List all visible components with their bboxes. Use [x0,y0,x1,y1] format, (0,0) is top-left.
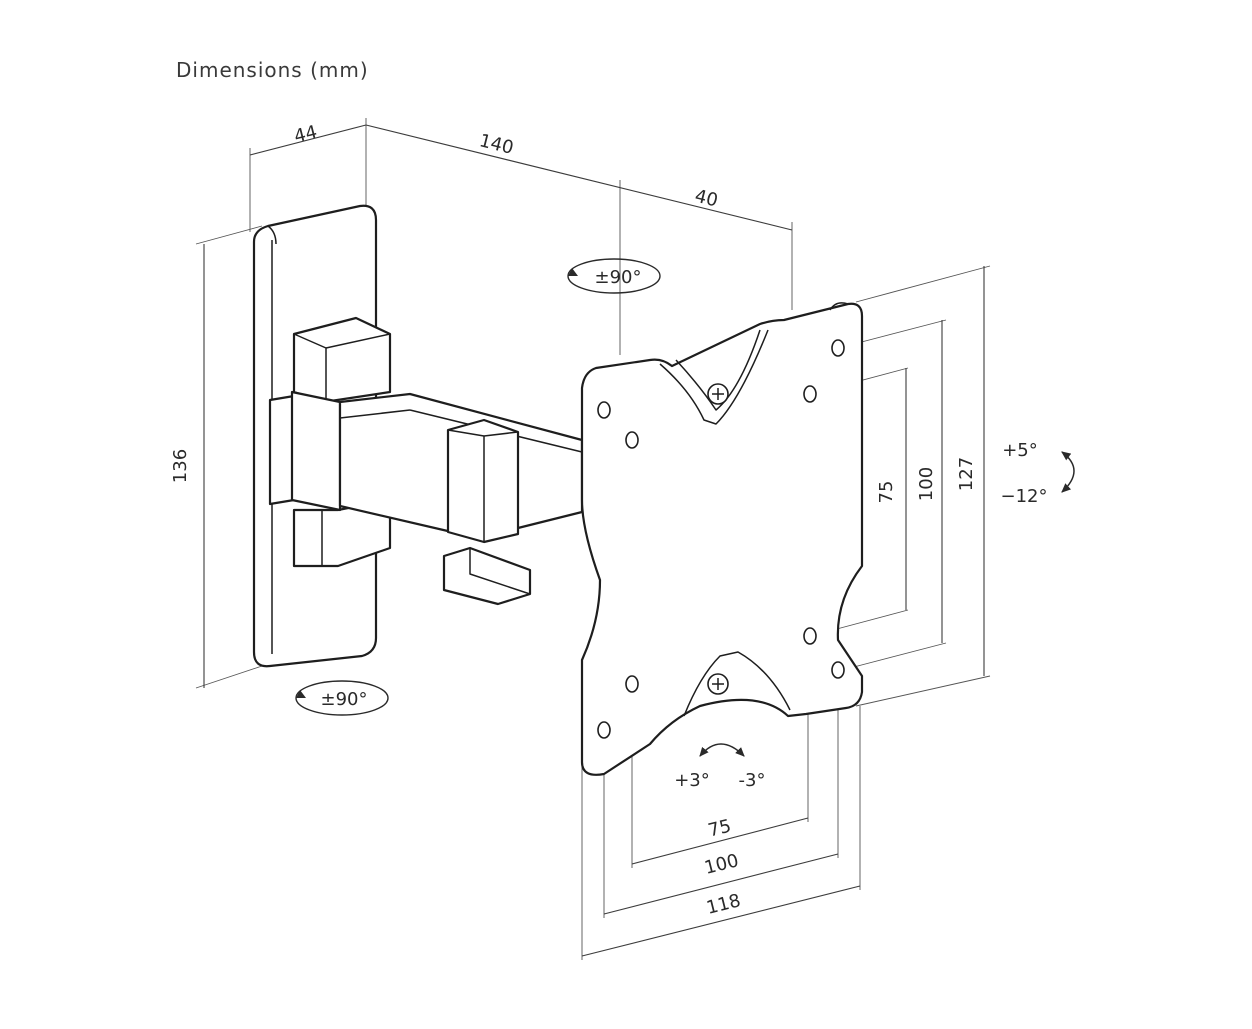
level-arrow-icon [699,743,745,757]
dimension-lines-top [249,118,793,355]
dim-label-118: 118 [704,890,742,919]
dim-label-75-horizontal: 75 [706,816,733,842]
rotation-label-top: ±90° [595,267,642,288]
level-right-label: -3° [739,770,766,791]
vesa-plate [580,302,864,776]
extension-arm [338,392,584,606]
dim-label-136: 136 [170,449,191,483]
dim-label-100-horizontal: 100 [702,850,740,879]
dimension-lines-left [195,225,263,689]
tilt-down-label: −12° [1001,486,1048,507]
mounting-hole [597,721,611,739]
mounting-hole [803,627,817,645]
tilt-up-label: +5° [1002,440,1038,461]
dim-label-75-vertical: 75 [876,481,897,504]
level-left-label: +3° [674,770,710,791]
screws [707,383,729,695]
swivel-bracket [268,316,392,568]
dim-label-40: 40 [693,186,720,212]
dim-label-140: 140 [477,130,515,159]
rotation-label-bottom: ±90° [321,689,368,710]
dim-label-127: 127 [956,457,977,491]
rotation-badge-top [567,258,661,294]
mounting-holes [597,339,845,739]
mounting-hole [831,339,845,357]
tilt-arrow-icon [1061,451,1075,493]
dim-label-44: 44 [292,122,319,148]
rotation-badge-bottom [295,680,389,716]
mounting-hole [803,385,817,403]
dim-label-100-vertical: 100 [916,467,937,501]
mounting-hole [625,675,639,693]
mounting-hole [597,401,611,419]
mounting-hole [831,661,845,679]
mounting-hole [625,431,639,449]
diagram-heading: Dimensions (mm) [176,58,369,82]
